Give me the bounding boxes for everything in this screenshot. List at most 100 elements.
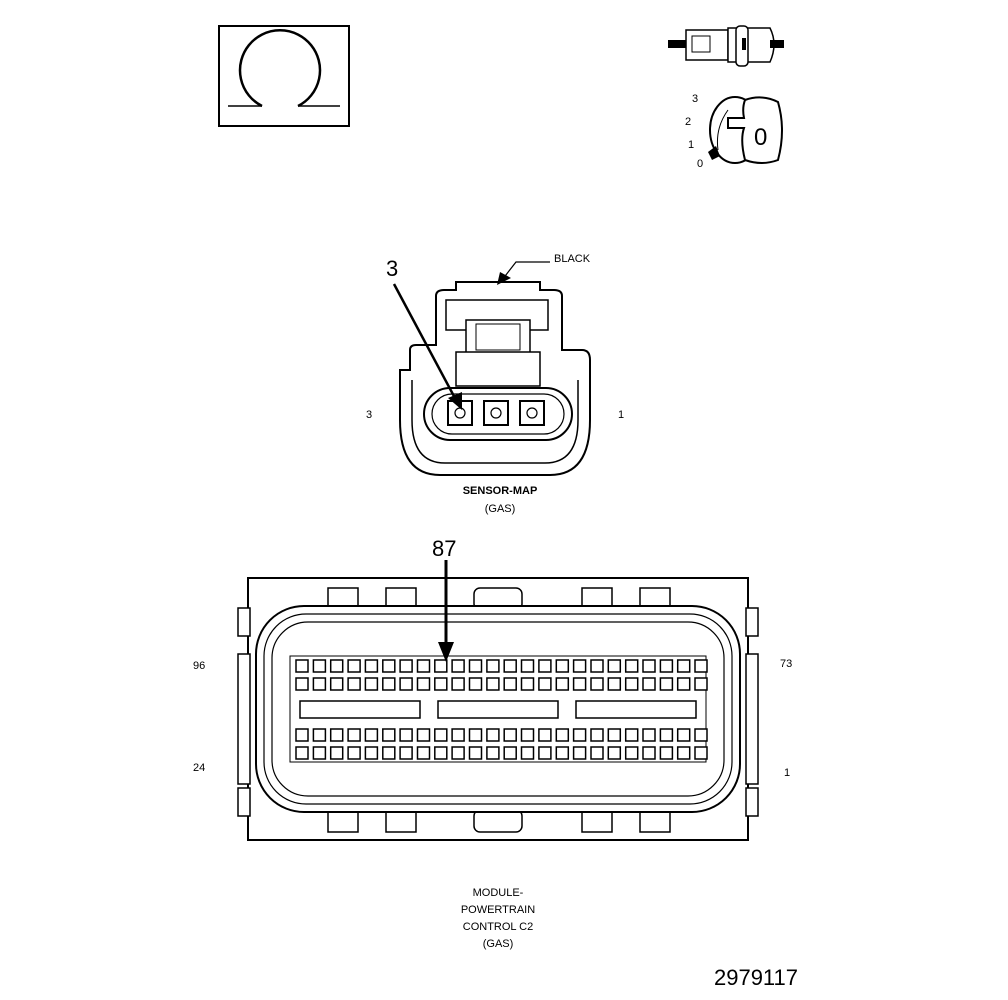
pcm-terminal-cavity: [312, 746, 327, 760]
dial-selected-value: 0: [754, 124, 767, 151]
pcm-terminal-cavity: [555, 659, 570, 673]
pcm-terminal-cavity: [295, 728, 309, 742]
pcm-terminal-cavity: [434, 659, 448, 673]
pcm-terminal-cavity: [451, 728, 465, 742]
pcm-terminal-cavity: [486, 659, 500, 673]
pcm-terminal-cavity: [607, 728, 622, 742]
pcm-terminal-cavity: [590, 728, 604, 742]
pcm-terminal-cavity: [329, 728, 344, 742]
pcm-pin-bottom-left-label: 24: [193, 762, 205, 774]
pcm-terminal-cavity: [659, 659, 674, 673]
pcm-terminal-cavity: [364, 746, 379, 760]
pcm-terminal-cavity: [694, 659, 708, 673]
pcm-terminal-cavity: [382, 746, 396, 760]
pcm-terminal-cavity: [520, 659, 535, 673]
pcm-terminal-cavity: [503, 659, 517, 673]
sensor-map-connector: BLACK 3 3 1 SENSOR-MAP (GAS): [366, 253, 624, 515]
pcm-title-line-1: MODULE-: [473, 887, 524, 899]
pcm-terminal-cavity: [572, 677, 587, 691]
pcm-terminal-cavity: [399, 659, 413, 673]
pcm-terminal-cavity: [486, 677, 500, 691]
pcm-terminal-cavity: [538, 677, 552, 691]
pcm-terminal-cavity: [503, 728, 517, 742]
figure-id: 2979117: [714, 965, 798, 990]
pcm-terminal-cavity: [295, 677, 309, 691]
pcm-terminal-cavity: [364, 677, 379, 691]
pcm-terminal-cavity: [468, 677, 483, 691]
pcm-pin-bottom-right-label: 1: [784, 767, 790, 779]
pcm-terminal-cavity: [676, 746, 691, 760]
pcm-terminal-cavity: [382, 659, 396, 673]
pcm-terminal-cavity: [572, 746, 587, 760]
sensor-pin-left-label: 3: [366, 409, 372, 421]
pcm-terminal-cavity: [572, 659, 587, 673]
pcm-terminal-cavity: [451, 659, 465, 673]
pcm-terminal-cavity: [347, 659, 361, 673]
sensor-connector-subtitle: (GAS): [485, 503, 516, 515]
pcm-terminal-cavity: [694, 728, 708, 742]
pcm-terminal-cavity: [364, 659, 379, 673]
sensor-pin-callout: 3: [386, 256, 398, 281]
pcm-terminal-cavity: [590, 677, 604, 691]
pcm-terminal-cavity: [555, 677, 570, 691]
pcm-title-line-3: CONTROL C2: [463, 921, 534, 933]
pcm-terminal-cavity: [520, 677, 535, 691]
pcm-terminal-cavity: [590, 659, 604, 673]
pcm-title-line-2: POWERTRAIN: [461, 904, 535, 916]
pcm-terminal-cavity: [329, 746, 344, 760]
pcm-terminal-cavity: [642, 659, 656, 673]
pcm-terminal-cavity: [607, 659, 622, 673]
dial-mark-1: 1: [688, 139, 694, 151]
pcm-terminal-cavity: [416, 728, 431, 742]
pcm-terminal-cavity: [468, 659, 483, 673]
pcm-terminal-cavity: [329, 677, 344, 691]
pcm-terminal-cavity: [382, 728, 396, 742]
pcm-terminal-cavity: [399, 746, 413, 760]
pcm-terminal-cavity: [399, 728, 413, 742]
pcm-terminal-cavity: [468, 728, 483, 742]
pcm-terminal-cavity: [434, 677, 448, 691]
pcm-terminal-cavity: [607, 746, 622, 760]
pcm-terminal-cavity: [624, 677, 639, 691]
pcm-terminal-cavity: [347, 728, 361, 742]
pcm-terminal-cavity: [295, 659, 309, 673]
dial-mark-3: 3: [692, 93, 698, 105]
pcm-terminal-cavity: [694, 677, 708, 691]
pcm-terminal-cavity: [538, 659, 552, 673]
pcm-terminal-cavity: [555, 746, 570, 760]
probe-connector-icon: [668, 25, 784, 67]
ohmmeter-icon: [218, 25, 350, 127]
pcm-terminal-cavity: [434, 728, 448, 742]
pcm-terminal-cavity: [538, 746, 552, 760]
pcm-terminal-cavity: [642, 728, 656, 742]
pcm-terminal-cavity: [642, 677, 656, 691]
pcm-terminal-cavity: [520, 728, 535, 742]
pcm-terminal-grid: [295, 659, 708, 760]
pcm-terminal-cavity: [364, 728, 379, 742]
pcm-terminal-cavity: [503, 677, 517, 691]
pcm-terminal-cavity: [520, 746, 535, 760]
dial-mark-2: 2: [685, 116, 691, 128]
pcm-terminal-cavity: [312, 659, 327, 673]
pcm-pin-callout: 87: [432, 536, 456, 561]
pcm-terminal-cavity: [295, 746, 309, 760]
pcm-terminal-cavity: [676, 659, 691, 673]
pcm-terminal-cavity: [607, 677, 622, 691]
pcm-terminal-cavity: [416, 677, 431, 691]
pcm-pin-top-left-label: 96: [193, 660, 205, 672]
pcm-terminal-cavity: [676, 728, 691, 742]
pcm-terminal-cavity: [659, 677, 674, 691]
pcm-terminal-cavity: [486, 728, 500, 742]
pcm-terminal-cavity: [399, 677, 413, 691]
pcm-terminal-cavity: [468, 746, 483, 760]
pcm-terminal-cavity: [329, 659, 344, 673]
pcm-terminal-cavity: [590, 746, 604, 760]
pcm-terminal-cavity: [312, 677, 327, 691]
pcm-terminal-cavity: [503, 746, 517, 760]
pcm-terminal-cavity: [642, 746, 656, 760]
pcm-terminal-cavity: [659, 728, 674, 742]
pcm-pin-top-right-label: 73: [780, 658, 792, 670]
pcm-terminal-cavity: [538, 728, 552, 742]
